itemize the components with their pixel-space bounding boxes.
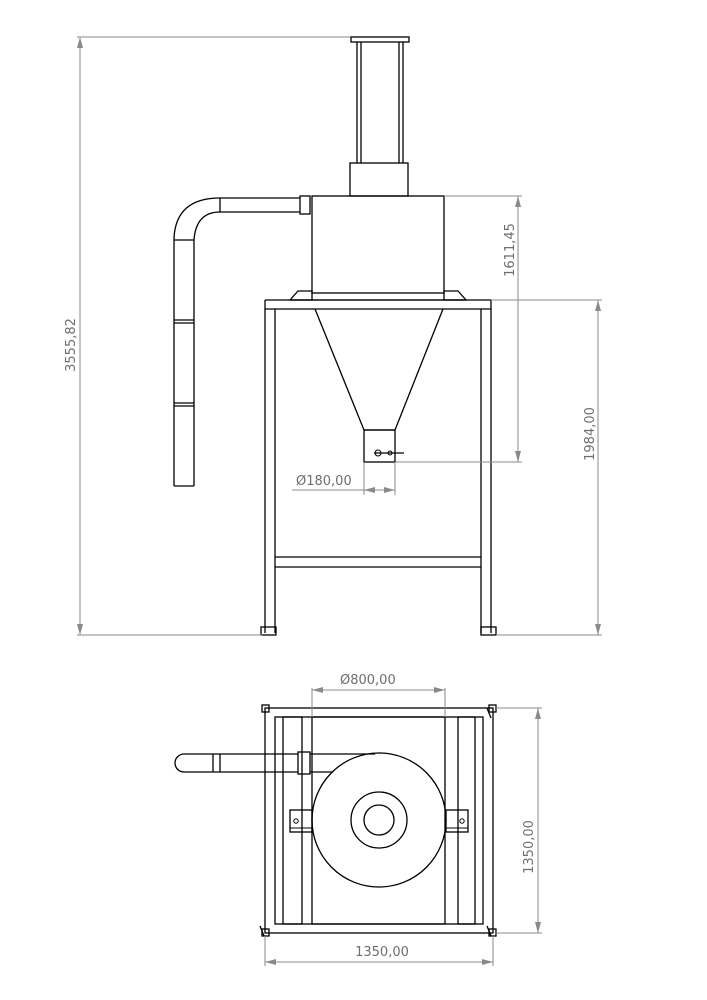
overall-height-label: 3555,82 bbox=[64, 318, 79, 372]
mounting-brackets bbox=[289, 809, 469, 833]
frame-height-label: 1984,00 bbox=[583, 407, 598, 461]
body-diameter-label: 800,00 bbox=[350, 673, 396, 688]
dimension-frame-width: 1350,00 bbox=[264, 936, 494, 966]
dimension-outlet-diameter: Ø180,00 bbox=[292, 462, 396, 495]
dimension-upper-height: 1611,45 bbox=[395, 195, 522, 463]
front-view: 3555,82 1611,45 1984,00 Ø180, bbox=[64, 36, 602, 636]
frame-depth-label: 1350,00 bbox=[522, 820, 537, 874]
top-frame bbox=[259, 704, 497, 937]
frame-width-label: 1350,00 bbox=[355, 945, 409, 960]
svg-text:Ø180,00: Ø180,00 bbox=[296, 474, 352, 489]
inlet-duct bbox=[173, 195, 311, 487]
diameter-symbol-2: Ø bbox=[340, 673, 350, 688]
diameter-symbol: Ø bbox=[296, 474, 306, 489]
top-view: Ø800,00 1350,00 1350,00 bbox=[174, 673, 542, 966]
inlet-duct-plan bbox=[174, 751, 375, 775]
dimension-body-diameter: Ø800,00 bbox=[311, 673, 446, 717]
exhaust-stack bbox=[349, 36, 410, 197]
cyclone-top-outline bbox=[311, 752, 447, 888]
outlet-diameter-label: 180,00 bbox=[306, 474, 352, 489]
dimension-overall-height: 3555,82 bbox=[64, 36, 350, 636]
dimension-frame-depth: 1350,00 bbox=[496, 707, 542, 934]
hopper-cone bbox=[314, 308, 444, 463]
cyclone-body bbox=[288, 195, 468, 301]
dimension-frame-height: 1984,00 bbox=[491, 299, 602, 636]
upper-height-label: 1611,45 bbox=[503, 223, 518, 277]
support-frame bbox=[260, 299, 497, 636]
svg-text:Ø800,00: Ø800,00 bbox=[340, 673, 396, 688]
